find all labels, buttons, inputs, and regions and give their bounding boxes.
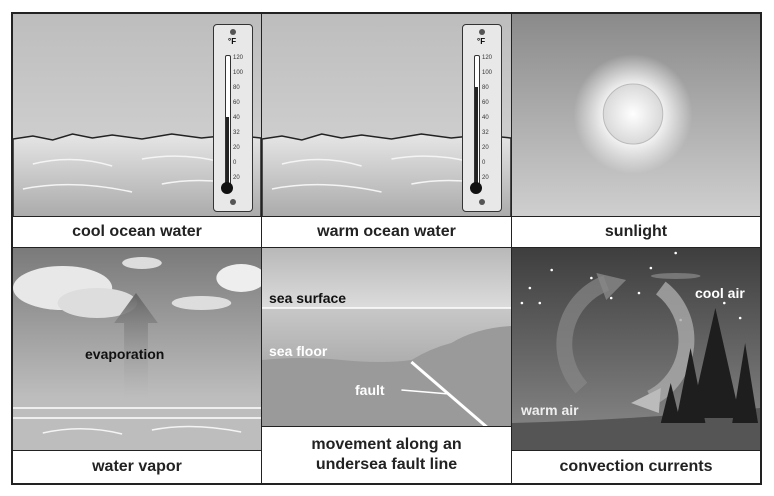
panel-cool-ocean-water: °F 120 100 80 60 40 32 20 0 20 cool ocean water — [12, 13, 262, 248]
panel-sunlight: sunlight — [511, 13, 761, 248]
thermometer-tick-label: 20 — [482, 175, 489, 181]
caption: cool ocean water — [13, 216, 261, 247]
panel-warm-ocean-water: °F 120 100 80 60 40 32 20 0 20 warm ocean water — [261, 13, 512, 248]
sea-floor-label: sea floor — [269, 343, 328, 359]
thermometer-tick-label: 60 — [482, 100, 489, 106]
thermometer-tick-label: 80 — [482, 85, 489, 91]
fault-label: fault — [355, 382, 385, 398]
thermometer-tick-label: 120 — [482, 55, 493, 61]
cool-air-label: cool air — [695, 285, 745, 301]
thermometer-tick-label: 40 — [233, 115, 240, 121]
thermometer-tick-label: 20 — [233, 145, 240, 151]
caption: movement along an undersea fault line — [262, 426, 511, 483]
screw-icon — [230, 29, 236, 35]
screw-icon — [479, 29, 485, 35]
warm-air-label: warm air — [521, 402, 579, 418]
thermometer-tick-label: 100 — [233, 70, 244, 76]
thermometer: °F 120 100 80 60 40 32 20 0 20 — [462, 24, 502, 212]
caption-line: movement along an — [311, 436, 462, 453]
thermometer-tick-label: 60 — [233, 100, 240, 106]
thermometer-tick-label: 100 — [482, 70, 493, 76]
thermometer-tick-label: 40 — [482, 115, 489, 121]
caption-line: undersea fault line — [315, 456, 458, 473]
screw-icon — [230, 199, 236, 205]
evaporation-label: evaporation — [85, 346, 165, 362]
panel-convection-currents: cool air warm air convection currents — [511, 247, 761, 484]
screw-icon — [479, 199, 485, 205]
caption: convection currents — [512, 450, 760, 483]
mercury-column — [475, 87, 478, 187]
fault-illustration — [262, 248, 511, 429]
convection-illustration — [512, 248, 760, 453]
sun-illustration — [512, 14, 760, 219]
thermometer-tick-label: 32 — [233, 130, 240, 136]
thermometer-tick-label: 0 — [482, 160, 486, 166]
thermometer-tick-label: 20 — [482, 145, 489, 151]
mercury-column — [226, 117, 229, 187]
thermometer-tick-label: 32 — [482, 130, 489, 136]
thermometer-bulb — [221, 182, 233, 194]
thermometer-bulb — [470, 182, 482, 194]
thermometer-tick-label: 20 — [233, 175, 240, 181]
thermometer-tick-label: 120 — [233, 55, 244, 61]
caption: warm ocean water — [262, 216, 511, 247]
thermometer: °F 120 100 80 60 40 32 20 0 20 — [213, 24, 253, 212]
evaporation-illustration — [13, 248, 261, 453]
thermometer-tick-label: 0 — [233, 160, 237, 166]
unit-label: °F — [228, 37, 237, 46]
thermometer-tick-label: 80 — [233, 85, 240, 91]
unit-label: °F — [477, 37, 486, 46]
panel-water-vapor: evaporation water vapor — [12, 247, 262, 484]
caption: water vapor — [13, 450, 261, 483]
panel-fault-movement: sea surface sea floor fault movement alo… — [261, 247, 512, 484]
sea-surface-label: sea surface — [269, 290, 347, 306]
caption: sunlight — [512, 216, 760, 247]
